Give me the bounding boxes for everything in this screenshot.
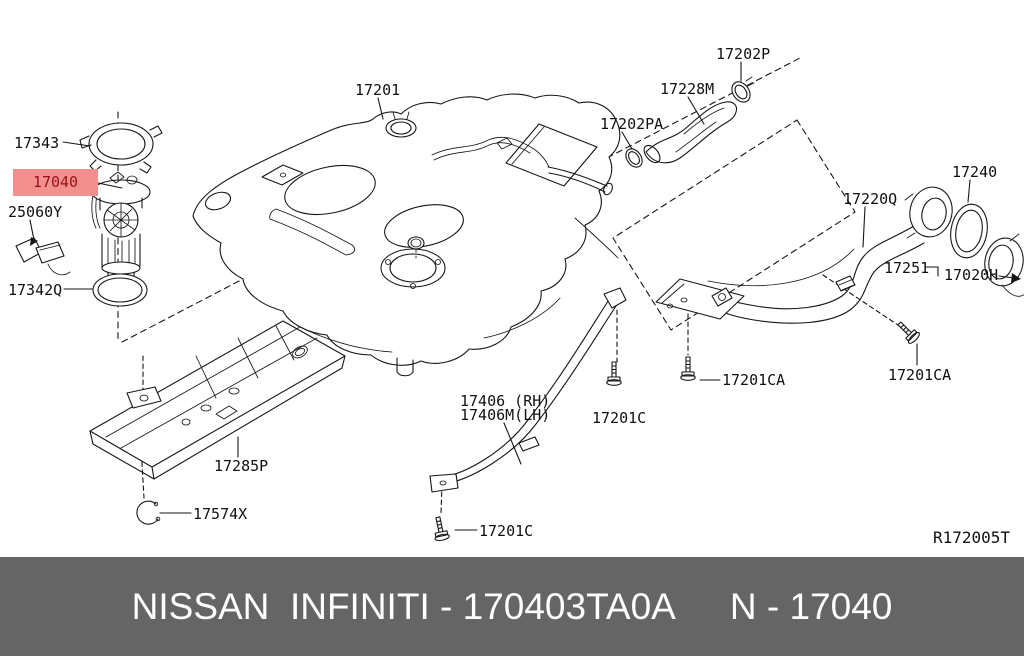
footer-bar: NISSAN INFINITI - 170403TA0A N - 17040 <box>0 557 1024 656</box>
hose-clamp-lower <box>625 148 643 168</box>
part-label-17220Q[interactable]: 17220Q <box>843 190 898 208</box>
part-label-17285P[interactable]: 17285P <box>214 457 269 475</box>
snap-ring <box>136 500 161 525</box>
part-label-17202P[interactable]: 17202P <box>716 45 771 63</box>
fuel-cap <box>984 233 1024 297</box>
part-label-17201[interactable]: 17201 <box>355 81 401 99</box>
part-label-17201C-right[interactable]: 17201C <box>592 409 647 427</box>
part-label-17020H[interactable]: 17020H <box>944 266 999 284</box>
part-label-17201C-bottom[interactable]: 17201C <box>479 522 534 540</box>
pump-o-ring <box>92 273 148 307</box>
part-label-17343[interactable]: 17343 <box>14 134 60 152</box>
tank-strap <box>429 287 627 493</box>
footer-brand-part-text: NISSAN INFINITI - 170403TA0A <box>131 585 676 627</box>
part-label-17406M[interactable]: 17406M(LH) <box>460 406 551 424</box>
part-label-17228M[interactable]: 17228M <box>660 80 715 98</box>
part-label-17201CA-left[interactable]: 17201CA <box>722 371 786 389</box>
drawing-ref: R172005T <box>933 528 1011 547</box>
filler-pipe <box>655 186 953 324</box>
leader-lines <box>29 61 1021 531</box>
lock-ring <box>79 122 163 174</box>
filler-hose <box>643 101 738 164</box>
footer-ref-text: N - 17040 <box>729 585 893 627</box>
filler-seal-ring <box>950 203 988 259</box>
part-label-17251[interactable]: 17251 <box>884 259 930 277</box>
part-label-17202PA[interactable]: 17202PA <box>600 115 664 133</box>
part-label-17040[interactable]: 17040 <box>13 169 98 196</box>
part-label-17201CA-right[interactable]: 17201CA <box>888 366 952 384</box>
part-label-17342Q[interactable]: 17342Q <box>8 281 63 299</box>
fuel-pump-module <box>91 171 151 286</box>
part-label-17240[interactable]: 17240 <box>952 163 998 181</box>
harness-connector <box>15 237 71 276</box>
part-label-17406[interactable]: 17406 (RH) <box>460 392 551 410</box>
part-label-17574X[interactable]: 17574X <box>193 505 248 523</box>
hose-clamp-upper <box>731 76 755 103</box>
fuel-tank <box>192 93 621 377</box>
part-label-25060Y[interactable]: 25060Y <box>8 203 63 221</box>
parts-line-art <box>15 57 1024 543</box>
heat-shield <box>89 320 346 480</box>
